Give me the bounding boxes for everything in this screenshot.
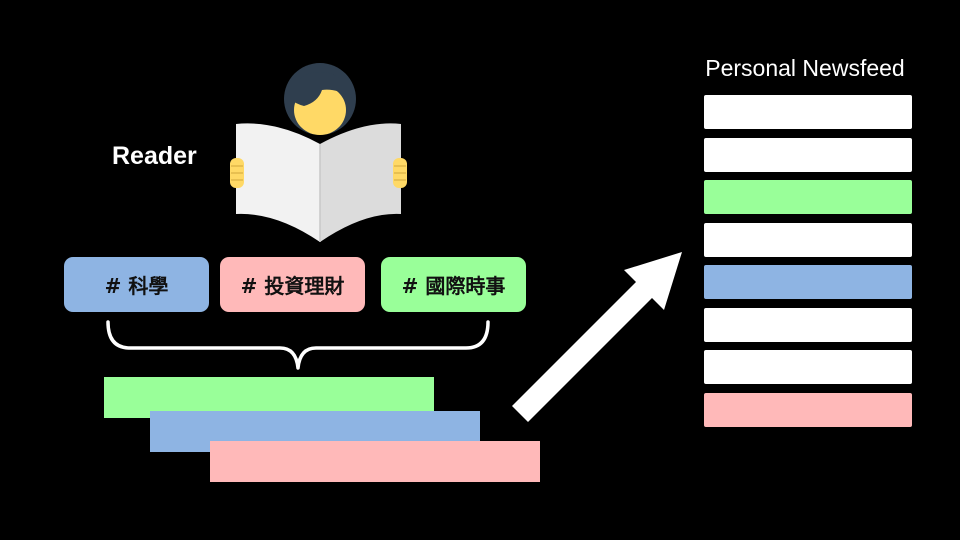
newsfeed-item	[704, 350, 912, 384]
newsfeed-item	[704, 95, 912, 129]
newsfeed-item	[704, 137, 912, 172]
newsfeed-item	[704, 265, 912, 299]
newsfeed-item	[704, 180, 912, 214]
person-reading-newspaper-icon	[230, 63, 407, 242]
newsfeed-list	[704, 95, 914, 435]
newsfeed-title: Personal Newsfeed	[705, 55, 905, 81]
newsfeed-item	[704, 307, 912, 342]
newsfeed-item	[704, 222, 912, 257]
arrow-up-right-icon	[512, 252, 682, 422]
newsfeed-item	[704, 392, 912, 427]
curly-brace-icon	[106, 320, 490, 370]
tag-science: # 科學	[64, 257, 209, 312]
tag-investment: # 投資理財	[220, 257, 365, 312]
content-bar-pink	[210, 441, 540, 482]
reader-label: Reader	[112, 142, 197, 170]
tag-world-affairs: # 國際時事	[381, 257, 526, 312]
